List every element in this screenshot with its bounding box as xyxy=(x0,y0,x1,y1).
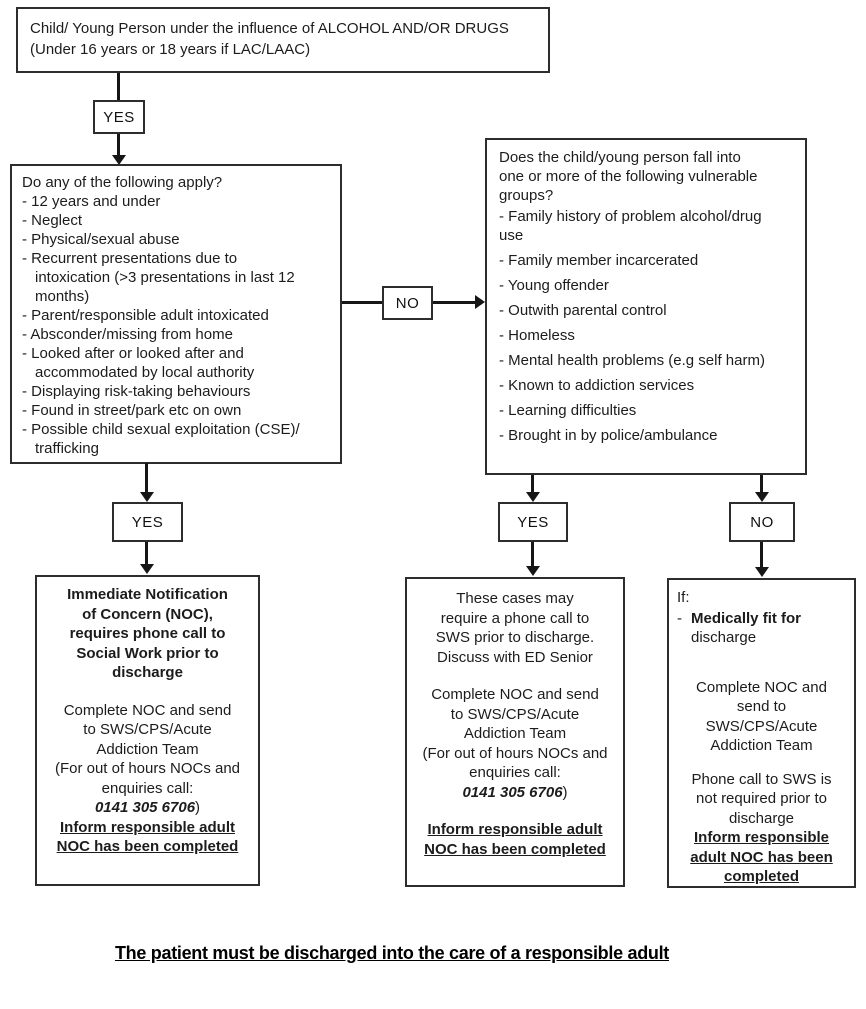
connector-line xyxy=(145,463,148,493)
condition-rest: discharge xyxy=(691,629,757,646)
no-label-mid-text: NO xyxy=(395,294,420,312)
connector-line xyxy=(531,542,534,567)
yes-label-top: YES xyxy=(93,100,145,134)
spacer xyxy=(413,802,617,820)
list-item: - Found in street/park etc on own xyxy=(22,402,242,419)
list-item: - Outwith parental control xyxy=(499,302,667,319)
connector-line xyxy=(433,301,475,304)
list-item: - Absconder/missing from home xyxy=(22,326,233,343)
outcome-fit-if-label: If: xyxy=(677,589,690,606)
arrowhead-right-icon xyxy=(475,295,485,309)
outcome-immediate-instruction: Inform responsible adult NOC has been co… xyxy=(56,818,239,856)
arrowhead-down-icon xyxy=(140,492,154,502)
start-box: Child/ Young Person under the influence … xyxy=(16,7,550,73)
list-item: - Parent/responsible adult intoxicated xyxy=(22,307,269,324)
yes-label-left-text: YES xyxy=(131,513,164,531)
list-item: - 12 years and under xyxy=(22,193,161,210)
phone-suffix: ) xyxy=(195,799,201,816)
vulnerable-decision-box: Does the child/young person fall into on… xyxy=(485,138,807,475)
vulnerable-box-list: - Family history of problem alcohol/drug… xyxy=(499,207,795,445)
outcome-discuss-box: These cases may require a phone call to … xyxy=(405,577,625,887)
phone-number: 0141 305 6706 xyxy=(94,799,196,816)
list-item: - Mental health problems (e.g self harm) xyxy=(499,352,765,369)
arrowhead-down-icon xyxy=(755,492,769,502)
spacer xyxy=(677,756,846,770)
apply-box-title: Do any of the following apply? xyxy=(22,174,223,191)
phone-suffix: ) xyxy=(562,783,568,801)
list-item: - Young offender xyxy=(499,277,609,294)
outcome-discuss-phone-line: 0141 305 6706) xyxy=(413,783,617,803)
list-item: - Learning difficulties xyxy=(499,402,637,419)
apply-box-list: - 12 years and under - Neglect - Physical/… xyxy=(22,192,332,458)
arrowhead-down-icon xyxy=(112,155,126,165)
list-item: - Displaying risk-taking behaviours xyxy=(22,383,251,400)
connector-line xyxy=(342,301,382,304)
connector-line xyxy=(531,475,534,494)
list-item: - Family member incarcerated xyxy=(499,252,699,269)
list-item: - Looked after or looked after and accom… xyxy=(22,345,255,381)
no-label-mid: NO xyxy=(382,286,433,320)
no-label-right: NO xyxy=(729,502,795,542)
phone-number: 0141 305 6706 xyxy=(462,783,563,801)
yes-label-right: YES xyxy=(498,502,568,542)
outcome-fit-body2: Phone call to SWS is not required prior … xyxy=(691,770,832,827)
list-item: - Physical/sexual abuse xyxy=(22,231,180,248)
list-item: - Neglect xyxy=(22,212,83,229)
outcome-fit-box: If: Medically fit for discharge Complete… xyxy=(667,578,856,888)
footer-statement: The patient must be discharged into the … xyxy=(114,943,669,963)
yes-label-top-text: YES xyxy=(103,108,135,126)
connector-line xyxy=(145,542,148,565)
connector-line xyxy=(117,73,120,101)
spacer xyxy=(677,648,846,678)
connector-line xyxy=(760,475,763,494)
outcome-discuss-heading: These cases may require a phone call to … xyxy=(435,590,595,666)
list-item: - Known to addiction services xyxy=(499,377,695,394)
yes-label-left: YES xyxy=(112,502,183,542)
condition-bold: Medically fit for xyxy=(691,609,802,627)
outcome-fit-instruction: Inform responsible adult NOC has been co… xyxy=(690,829,833,885)
arrowhead-down-icon xyxy=(755,567,769,577)
arrowhead-down-icon xyxy=(526,492,540,502)
list-item: - Recurrent presentations due to intoxic… xyxy=(22,250,295,305)
arrowhead-down-icon xyxy=(526,566,540,576)
list-item: - Possible child sexual exploitation (CS… xyxy=(22,421,300,457)
vulnerable-box-title: Does the child/young person fall into on… xyxy=(499,149,758,204)
apply-decision-box: Do any of the following apply? - 12 year… xyxy=(10,164,342,464)
list-item: - Family history of problem alcohol/drug… xyxy=(499,208,762,244)
outcome-immediate-heading: Immediate Notification of Concern (NOC),… xyxy=(67,586,228,681)
connector-line xyxy=(760,542,763,568)
no-label-right-text: NO xyxy=(750,513,774,531)
spacer xyxy=(43,683,252,701)
outcome-immediate-phone-line: 0141 305 6706) xyxy=(43,798,252,818)
list-item: - Homeless xyxy=(499,327,575,344)
outcome-discuss-instruction: Inform responsible adult NOC has been co… xyxy=(424,821,606,858)
outcome-discuss-body: Complete NOC and send to SWS/CPS/Acute A… xyxy=(422,686,608,781)
spacer xyxy=(413,667,617,685)
arrowhead-down-icon xyxy=(140,564,154,574)
outcome-fit-condition-text: Medically fit for discharge xyxy=(691,609,801,648)
outcome-fit-body1: Complete NOC and send to SWS/CPS/Acute A… xyxy=(696,678,827,755)
outcome-fit-condition: Medically fit for discharge xyxy=(677,609,846,648)
list-item: - Brought in by police/ambulance xyxy=(499,427,718,444)
outcome-immediate-box: Immediate Notification of Concern (NOC),… xyxy=(35,575,260,886)
connector-line xyxy=(117,134,120,156)
outcome-immediate-body: Complete NOC and send to SWS/CPS/Acute A… xyxy=(54,701,241,797)
yes-label-right-text: YES xyxy=(517,513,549,531)
